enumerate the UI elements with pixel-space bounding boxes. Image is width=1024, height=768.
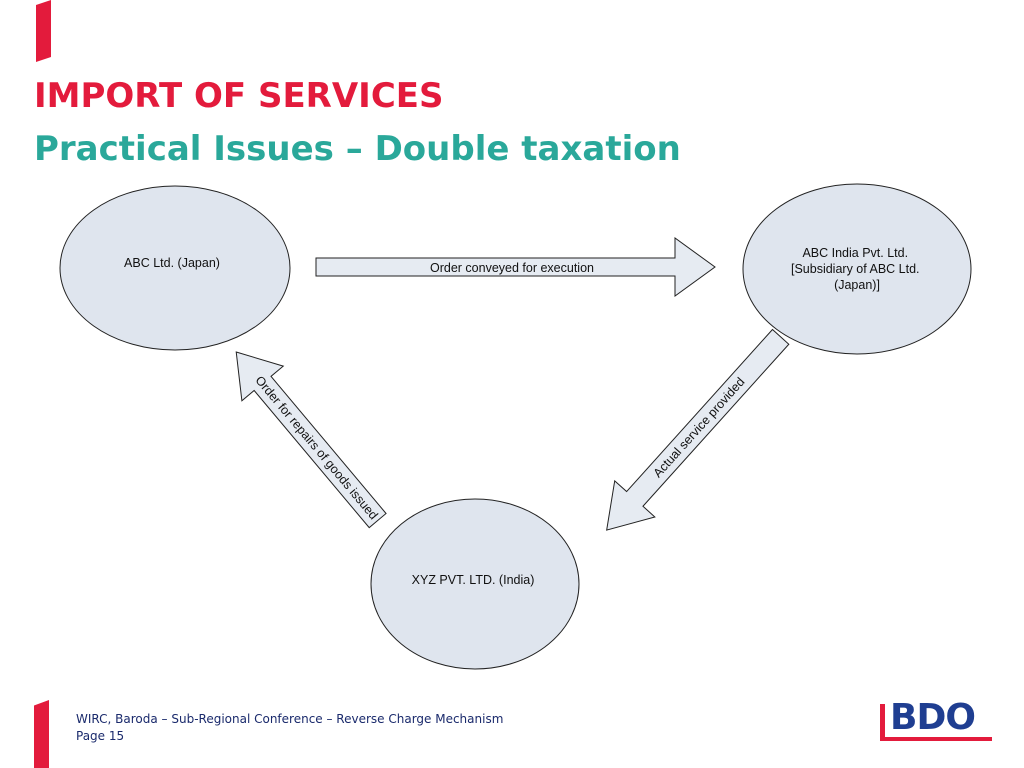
node-abc-india-shape (742, 183, 972, 355)
logo-bracket-bottom (880, 737, 992, 741)
edge-actual-service-label: Actual service provided (651, 375, 748, 480)
node-abc-japan-line-1: ABC Ltd. (Japan) (124, 256, 220, 270)
bdo-logo: BDO (880, 697, 992, 742)
node-abc-india-line-3: (Japan)] (834, 278, 880, 292)
accent-bar-top (36, 0, 51, 62)
logo-text: BDO (890, 697, 976, 738)
footer-page-number: Page 15 (76, 729, 125, 743)
accent-bar-bottom (34, 700, 49, 768)
slide-subtitle: Practical Issues – Double taxation (34, 129, 681, 169)
footer-conference-line: WIRC, Baroda – Sub-Regional Conference –… (76, 712, 504, 726)
node-xyz-india-label: XYZ PVT. LTD. (India) (412, 573, 535, 587)
edge-actual-service: Actual service provided (606, 328, 790, 531)
node-abc-india-line-1: ABC India Pvt. Ltd. (802, 246, 908, 260)
node-abc-india-label: ABC India Pvt. Ltd. [Subsidiary of ABC L… (791, 246, 923, 292)
edge-order-repairs-label: Order for repairs of goods issued (252, 373, 380, 522)
node-xyz-india: XYZ PVT. LTD. (India) (370, 498, 580, 670)
edge-order-conveyed: Order conveyed for execution (315, 237, 716, 297)
node-abc-japan: ABC Ltd. (Japan) (59, 185, 291, 351)
node-abc-india-line-2: [Subsidiary of ABC Ltd. (791, 262, 920, 276)
footer: WIRC, Baroda – Sub-Regional Conference –… (76, 711, 503, 745)
node-abc-japan-label: ABC Ltd. (Japan) (124, 256, 220, 270)
node-abc-india: ABC India Pvt. Ltd. [Subsidiary of ABC L… (742, 183, 972, 355)
node-xyz-india-shape (370, 498, 580, 670)
slide-title: IMPORT OF SERVICES (34, 76, 444, 116)
edge-order-repairs-arrow (235, 351, 387, 529)
node-xyz-india-line-1: XYZ PVT. LTD. (India) (412, 573, 535, 587)
edge-order-conveyed-label: Order conveyed for execution (430, 261, 594, 275)
node-abc-japan-shape (59, 185, 291, 351)
edge-order-conveyed-arrow (315, 237, 716, 297)
logo-bracket-left (880, 704, 885, 740)
edge-order-repairs: Order for repairs of goods issued (235, 351, 387, 529)
edge-actual-service-arrow (606, 328, 790, 531)
